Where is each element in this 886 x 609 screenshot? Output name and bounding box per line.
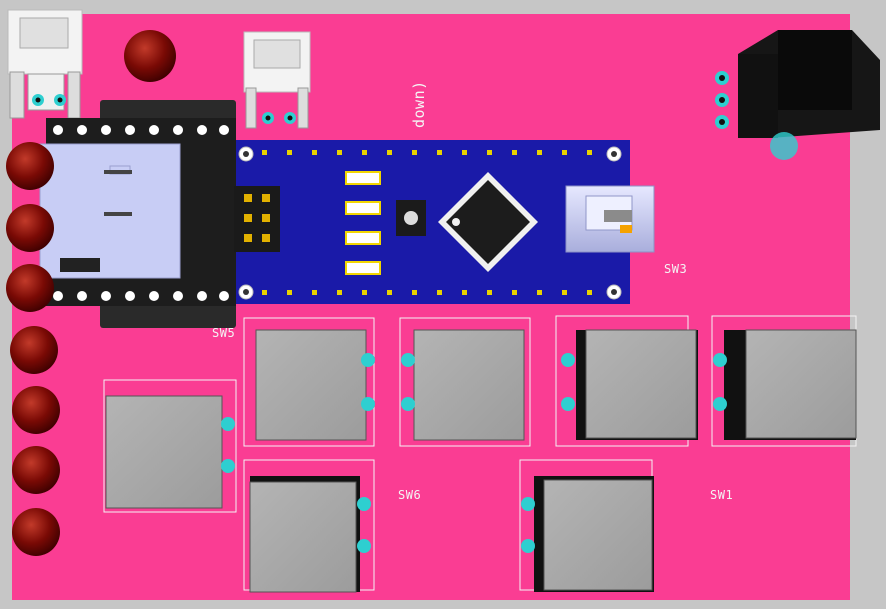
tactile-switch-icon xyxy=(243,459,375,593)
micro-sd-card-module xyxy=(39,118,236,306)
tactile-switch-icon xyxy=(555,315,698,447)
tactile-switch-icon xyxy=(243,317,375,447)
tactile-switch-icon xyxy=(519,459,654,592)
silk-label-sw5: SW5 xyxy=(212,326,236,340)
red-led-icon xyxy=(10,326,58,374)
tactile-switch-icon xyxy=(399,317,531,447)
jst-connector-icon xyxy=(243,31,311,129)
pin-row-bottom xyxy=(262,290,592,295)
pin-header xyxy=(234,186,280,252)
red-led-column xyxy=(6,142,60,556)
audio-jack-icon xyxy=(715,30,880,160)
silk-label-sw1: SW1 xyxy=(710,488,734,502)
tactile-switch-icon xyxy=(711,315,857,447)
silk-label-rotated-text: down) xyxy=(410,80,428,128)
silk-label-sw3: SW3 xyxy=(664,262,688,276)
red-led-icon xyxy=(12,386,60,434)
mini-usb-connector xyxy=(565,185,655,253)
chip-icon xyxy=(438,172,538,272)
pin-row-top xyxy=(262,150,592,155)
tactile-switch-icon xyxy=(103,379,237,513)
red-led-icon xyxy=(124,30,176,82)
silk-label-sw6: SW6 xyxy=(398,488,422,502)
red-led-icon xyxy=(6,142,54,190)
jst-connector-icon xyxy=(7,9,83,119)
red-led-icon xyxy=(6,264,54,312)
red-led-icon xyxy=(6,204,54,252)
red-led-icon xyxy=(12,446,60,494)
red-led-icon xyxy=(12,508,60,556)
arduino-nano-board xyxy=(232,140,630,304)
